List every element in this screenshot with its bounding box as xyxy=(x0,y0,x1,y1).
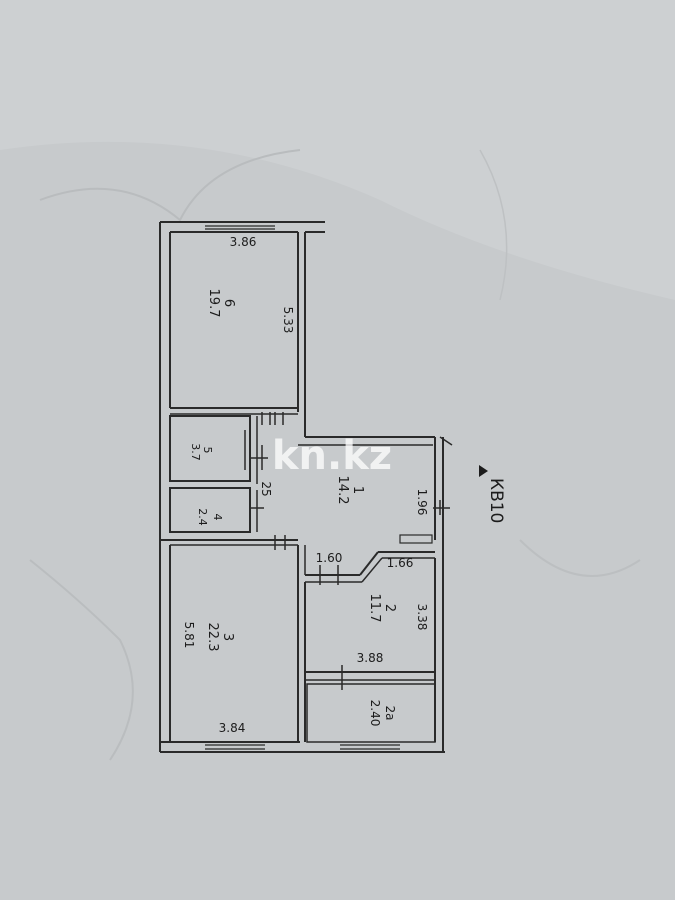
dim-room1-width: 1.96 xyxy=(415,489,429,516)
dim-room6-width: 3.86 xyxy=(230,235,257,249)
room2-number: 2 xyxy=(382,604,397,612)
room4-area: 2.4 xyxy=(196,508,209,526)
dim-room2-width: 3.88 xyxy=(357,651,384,665)
watermark-text: kn.kz xyxy=(272,433,392,479)
apartment-label: КВ10 xyxy=(486,478,506,523)
room3-number: 3 xyxy=(220,633,235,641)
room5-number: 5 xyxy=(201,447,214,454)
room6-area: 19.7 xyxy=(206,289,221,318)
room6-number: 6 xyxy=(221,299,236,307)
room2-area: 11.7 xyxy=(367,594,382,623)
dim-step-b: 1.66 xyxy=(387,556,414,570)
room4-number: 4 xyxy=(211,514,224,521)
room3-area: 22.3 xyxy=(205,623,220,652)
dim-step-a: 1.60 xyxy=(316,551,343,565)
room1-area: 14.2 xyxy=(335,476,350,505)
labels: 3.86 5.33 6 19.7 5 3.7 4 2.4 25 1 14.2 1… xyxy=(182,235,506,735)
balcony-area: 2.40 xyxy=(368,700,382,727)
dim-room3-length: 5.81 xyxy=(182,622,196,649)
dim-room3-width: 3.84 xyxy=(219,721,246,735)
arrow-icon xyxy=(479,465,488,477)
dim-corridor: 25 xyxy=(259,481,273,496)
room5-area: 3.7 xyxy=(189,443,202,461)
balcony-number: 2a xyxy=(383,706,397,721)
room1-number: 1 xyxy=(350,486,365,494)
dim-room6-length: 5.33 xyxy=(281,307,295,334)
dim-room2-length: 3.38 xyxy=(415,604,429,631)
walls xyxy=(159,221,453,753)
